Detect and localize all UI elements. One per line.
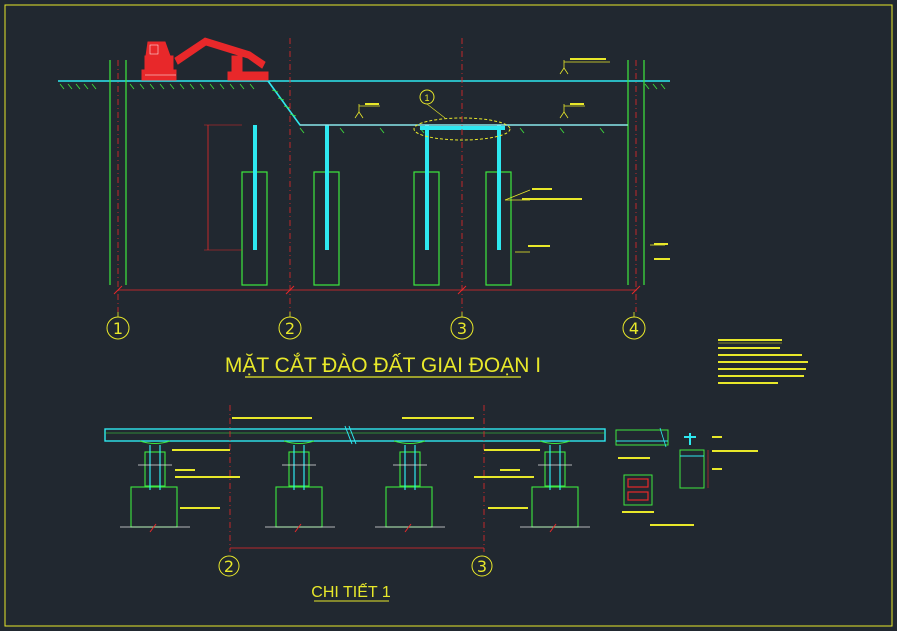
construction-notes bbox=[718, 339, 808, 384]
axis-label-bottom-3: 3 bbox=[477, 557, 487, 576]
axis-label-bottom-2: 2 bbox=[224, 557, 234, 576]
drawing-frame bbox=[4, 4, 893, 627]
axis-label-3: 3 bbox=[457, 319, 467, 338]
detail-title: CHI TIẾT 1 bbox=[311, 582, 391, 601]
detail-section: 2 3 bbox=[104, 405, 606, 577]
section-excavation: 1 bbox=[58, 37, 670, 340]
axis-label-2: 2 bbox=[285, 319, 295, 338]
section-title: MẶT CẮT ĐÀO ĐẤT GIAI ĐOẠN I bbox=[225, 353, 541, 377]
excavator-icon bbox=[141, 37, 269, 81]
axis-label-1: 1 bbox=[113, 319, 123, 338]
axis-label-4: 4 bbox=[629, 319, 639, 338]
detail-callout-number: 1 bbox=[424, 93, 429, 103]
section-details-right bbox=[615, 427, 758, 526]
